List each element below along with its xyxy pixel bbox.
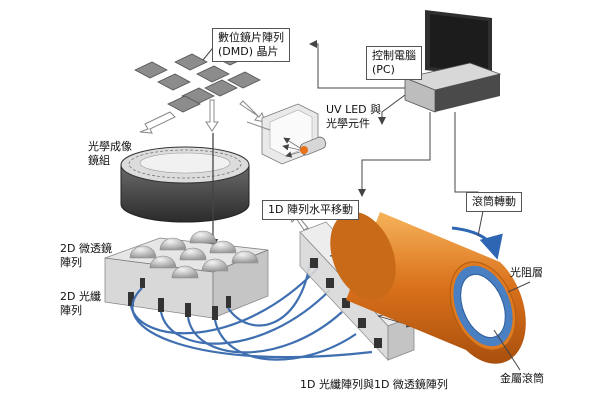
metal-drum xyxy=(330,211,526,364)
microlens-label-line2: 陣列 xyxy=(60,256,82,269)
uvled-label-line2: 光學元件 xyxy=(326,117,370,130)
lens-group-label: 光學成像 鏡組 xyxy=(88,140,132,168)
2d-microlens-domes xyxy=(129,230,259,279)
drum-rotate-label: 滾筒轉動 xyxy=(466,192,522,212)
microlens-label-line1: 2D 微透鏡 xyxy=(60,242,112,255)
pc-label-line2: (PC) xyxy=(372,63,395,76)
dmd-chip-tiles xyxy=(134,48,261,113)
2d-fiber-label: 2D 光纖 陣列 xyxy=(60,290,101,318)
pc-label-line1: 控制電腦 xyxy=(372,49,416,62)
lens-label-line1: 光學成像 xyxy=(88,140,132,153)
uv-led-unit xyxy=(261,103,327,165)
uv-led-label: UV LED 與 光學元件 xyxy=(326,103,381,131)
uvled-label-line1: UV LED 與 xyxy=(326,103,382,116)
metal-drum-leader xyxy=(493,329,521,371)
optical-fibers xyxy=(129,261,373,361)
fiber-label-line2: 陣列 xyxy=(60,304,82,317)
photoresist-leader xyxy=(507,281,531,293)
fiber-label-line1: 2D 光纖 xyxy=(60,290,101,303)
2d-microlens-label: 2D 微透鏡 陣列 xyxy=(60,242,112,270)
dmd-label-line1: 數位鏡片陣列 xyxy=(218,31,284,44)
pc-to-uvled-line xyxy=(378,94,406,125)
array-move-label: 1D 陣列水平移動 xyxy=(262,200,359,220)
pc-to-drum-line xyxy=(454,112,482,201)
lens-label-line2: 鏡組 xyxy=(88,154,110,167)
pc-to-dmd-line xyxy=(309,40,405,89)
uvled-beam-line xyxy=(246,121,271,131)
pc-label: 控制電腦 (PC) xyxy=(366,46,422,80)
pc-computer xyxy=(403,10,502,113)
dmd-chip-label: 數位鏡片陣列 (DMD) 晶片 xyxy=(212,28,290,62)
photoresist-label: 光阻層 xyxy=(510,266,543,279)
optical-lens-group xyxy=(120,146,250,223)
bottom-caption: 1D 光纖陣列與1D 微透鏡陣列 xyxy=(300,378,448,391)
2d-fiber-connectors xyxy=(128,278,231,320)
dmd-light-arrows xyxy=(139,99,266,134)
pc-to-array-line xyxy=(358,112,431,197)
metal-drum-label: 金屬滾筒 xyxy=(500,372,544,385)
dmd-label-line2: (DMD) 晶片 xyxy=(218,45,279,58)
